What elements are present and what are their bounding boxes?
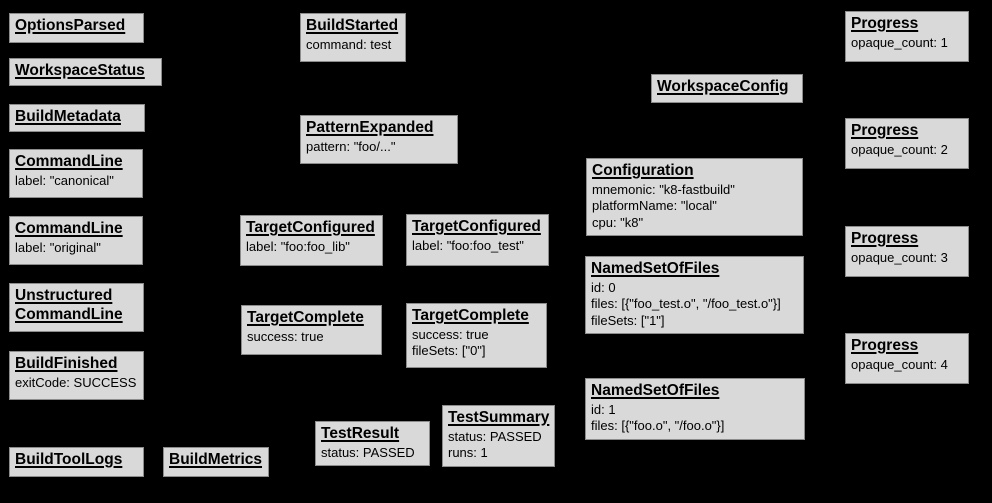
node-options-parsed: OptionsParsed	[9, 13, 144, 43]
event-node-body: label: "foo:foo_lib"	[246, 239, 377, 256]
event-node-title: TargetConfigured	[412, 218, 541, 235]
event-node-title: TargetComplete	[412, 307, 529, 324]
event-node-field: id: 1	[591, 401, 616, 417]
event-node-field: cpu: "k8"	[592, 214, 644, 230]
event-node-body: opaque_count: 4	[851, 357, 963, 374]
event-node-body: label: "foo:foo_test"	[412, 238, 543, 255]
node-progress-4: Progress opaque_count: 4	[845, 333, 969, 384]
event-node-field: opaque_count: 2	[851, 141, 948, 157]
node-target-configured-foo-lib: TargetConfigured label: "foo:foo_lib"	[240, 215, 383, 266]
node-pattern-expanded: PatternExpanded pattern: "foo/..."	[300, 115, 458, 164]
node-configuration: Configuration mnemonic: "k8-fastbuild"pl…	[586, 158, 803, 237]
node-build-metadata: BuildMetadata	[9, 104, 145, 132]
event-node-body: pattern: "foo/..."	[306, 139, 452, 156]
node-build-metrics: BuildMetrics	[163, 447, 269, 477]
node-unstructured-command-line: Unstructured CommandLine	[9, 283, 144, 332]
event-node-title: OptionsParsed	[15, 17, 126, 34]
node-target-configured-foo-test: TargetConfigured label: "foo:foo_test"	[406, 214, 549, 266]
event-node-body: command: test	[306, 37, 400, 54]
node-progress-3: Progress opaque_count: 3	[845, 226, 969, 277]
node-build-tool-logs: BuildToolLogs	[9, 447, 144, 477]
event-node-title: BuildMetadata	[15, 108, 121, 125]
event-node-field: label: "foo:foo_test"	[412, 237, 524, 253]
event-node-title: BuildMetrics	[169, 451, 263, 468]
event-node-body: exitCode: SUCCESS	[15, 375, 138, 392]
event-node-field: opaque_count: 1	[851, 34, 948, 50]
event-node-title: WorkspaceConfig	[657, 78, 789, 95]
event-node-title: TargetComplete	[247, 309, 364, 326]
event-node-field: fileSets: ["0"]	[412, 343, 486, 359]
event-node-body: label: "original"	[15, 240, 137, 257]
event-node-body: status: PASSED	[321, 445, 424, 462]
event-node-body: label: "canonical"	[15, 173, 137, 190]
node-progress-1: Progress opaque_count: 1	[845, 11, 969, 62]
event-node-body: mnemonic: "k8-fastbuild"platformName: "l…	[592, 182, 797, 232]
event-node-field: id: 0	[591, 279, 616, 295]
event-node-body: success: true	[247, 329, 376, 346]
event-node-title: NamedSetOfFiles	[591, 382, 720, 399]
node-command-line-original: CommandLine label: "original"	[9, 216, 143, 265]
event-node-title: Unstructured CommandLine	[15, 287, 123, 323]
node-test-result: TestResult status: PASSED	[315, 421, 430, 467]
event-node-title: TargetConfigured	[246, 219, 375, 236]
event-node-field: mnemonic: "k8-fastbuild"	[592, 181, 735, 197]
event-node-field: files: [{"foo_test.o", "/foo_test.o"}]	[591, 296, 781, 312]
event-node-title: Configuration	[592, 162, 694, 179]
node-workspace-config: WorkspaceConfig	[651, 74, 803, 103]
event-node-field: status: PASSED	[448, 428, 542, 444]
event-node-title: CommandLine	[15, 220, 123, 237]
event-node-field: fileSets: ["1"]	[591, 312, 665, 328]
event-node-field: label: "canonical"	[15, 172, 114, 188]
node-target-complete-lib: TargetComplete success: true	[241, 305, 382, 355]
node-command-line-canonical: CommandLine label: "canonical"	[9, 149, 143, 198]
node-build-finished: BuildFinished exitCode: SUCCESS	[9, 351, 144, 400]
event-node-field: label: "foo:foo_lib"	[246, 238, 350, 254]
event-node-title: CommandLine	[15, 153, 123, 170]
event-node-field: success: true	[247, 328, 324, 344]
event-node-body: opaque_count: 1	[851, 35, 963, 52]
event-node-title: Progress	[851, 230, 919, 247]
node-progress-2: Progress opaque_count: 2	[845, 118, 969, 169]
event-node-title: TestResult	[321, 425, 400, 442]
node-build-started: BuildStarted command: test	[300, 13, 406, 62]
node-workspace-status: WorkspaceStatus	[9, 58, 162, 86]
event-node-field: command: test	[306, 36, 392, 52]
event-node-field: pattern: "foo/..."	[306, 138, 396, 154]
event-node-title: BuildFinished	[15, 355, 118, 372]
event-node-body: opaque_count: 3	[851, 250, 963, 267]
event-node-field: platformName: "local"	[592, 198, 717, 214]
event-node-title: Progress	[851, 15, 919, 32]
event-node-title: Progress	[851, 337, 919, 354]
event-node-field: success: true	[412, 326, 489, 342]
event-node-field: label: "original"	[15, 239, 101, 255]
event-node-title: TestSummary	[448, 409, 550, 426]
event-node-field: status: PASSED	[321, 444, 415, 460]
event-node-title: PatternExpanded	[306, 119, 434, 136]
event-node-title: BuildToolLogs	[15, 451, 123, 468]
event-node-field: runs: 1	[448, 445, 488, 461]
event-node-title: WorkspaceStatus	[15, 62, 145, 79]
event-node-field: opaque_count: 4	[851, 356, 948, 372]
event-node-field: files: [{"foo.o", "/foo.o"}]	[591, 418, 725, 434]
event-node-field: exitCode: SUCCESS	[15, 374, 137, 390]
event-node-field: opaque_count: 3	[851, 249, 948, 265]
event-node-body: opaque_count: 2	[851, 142, 963, 159]
event-node-title: Progress	[851, 122, 919, 139]
event-node-title: NamedSetOfFiles	[591, 260, 720, 277]
event-node-title: BuildStarted	[306, 17, 399, 34]
